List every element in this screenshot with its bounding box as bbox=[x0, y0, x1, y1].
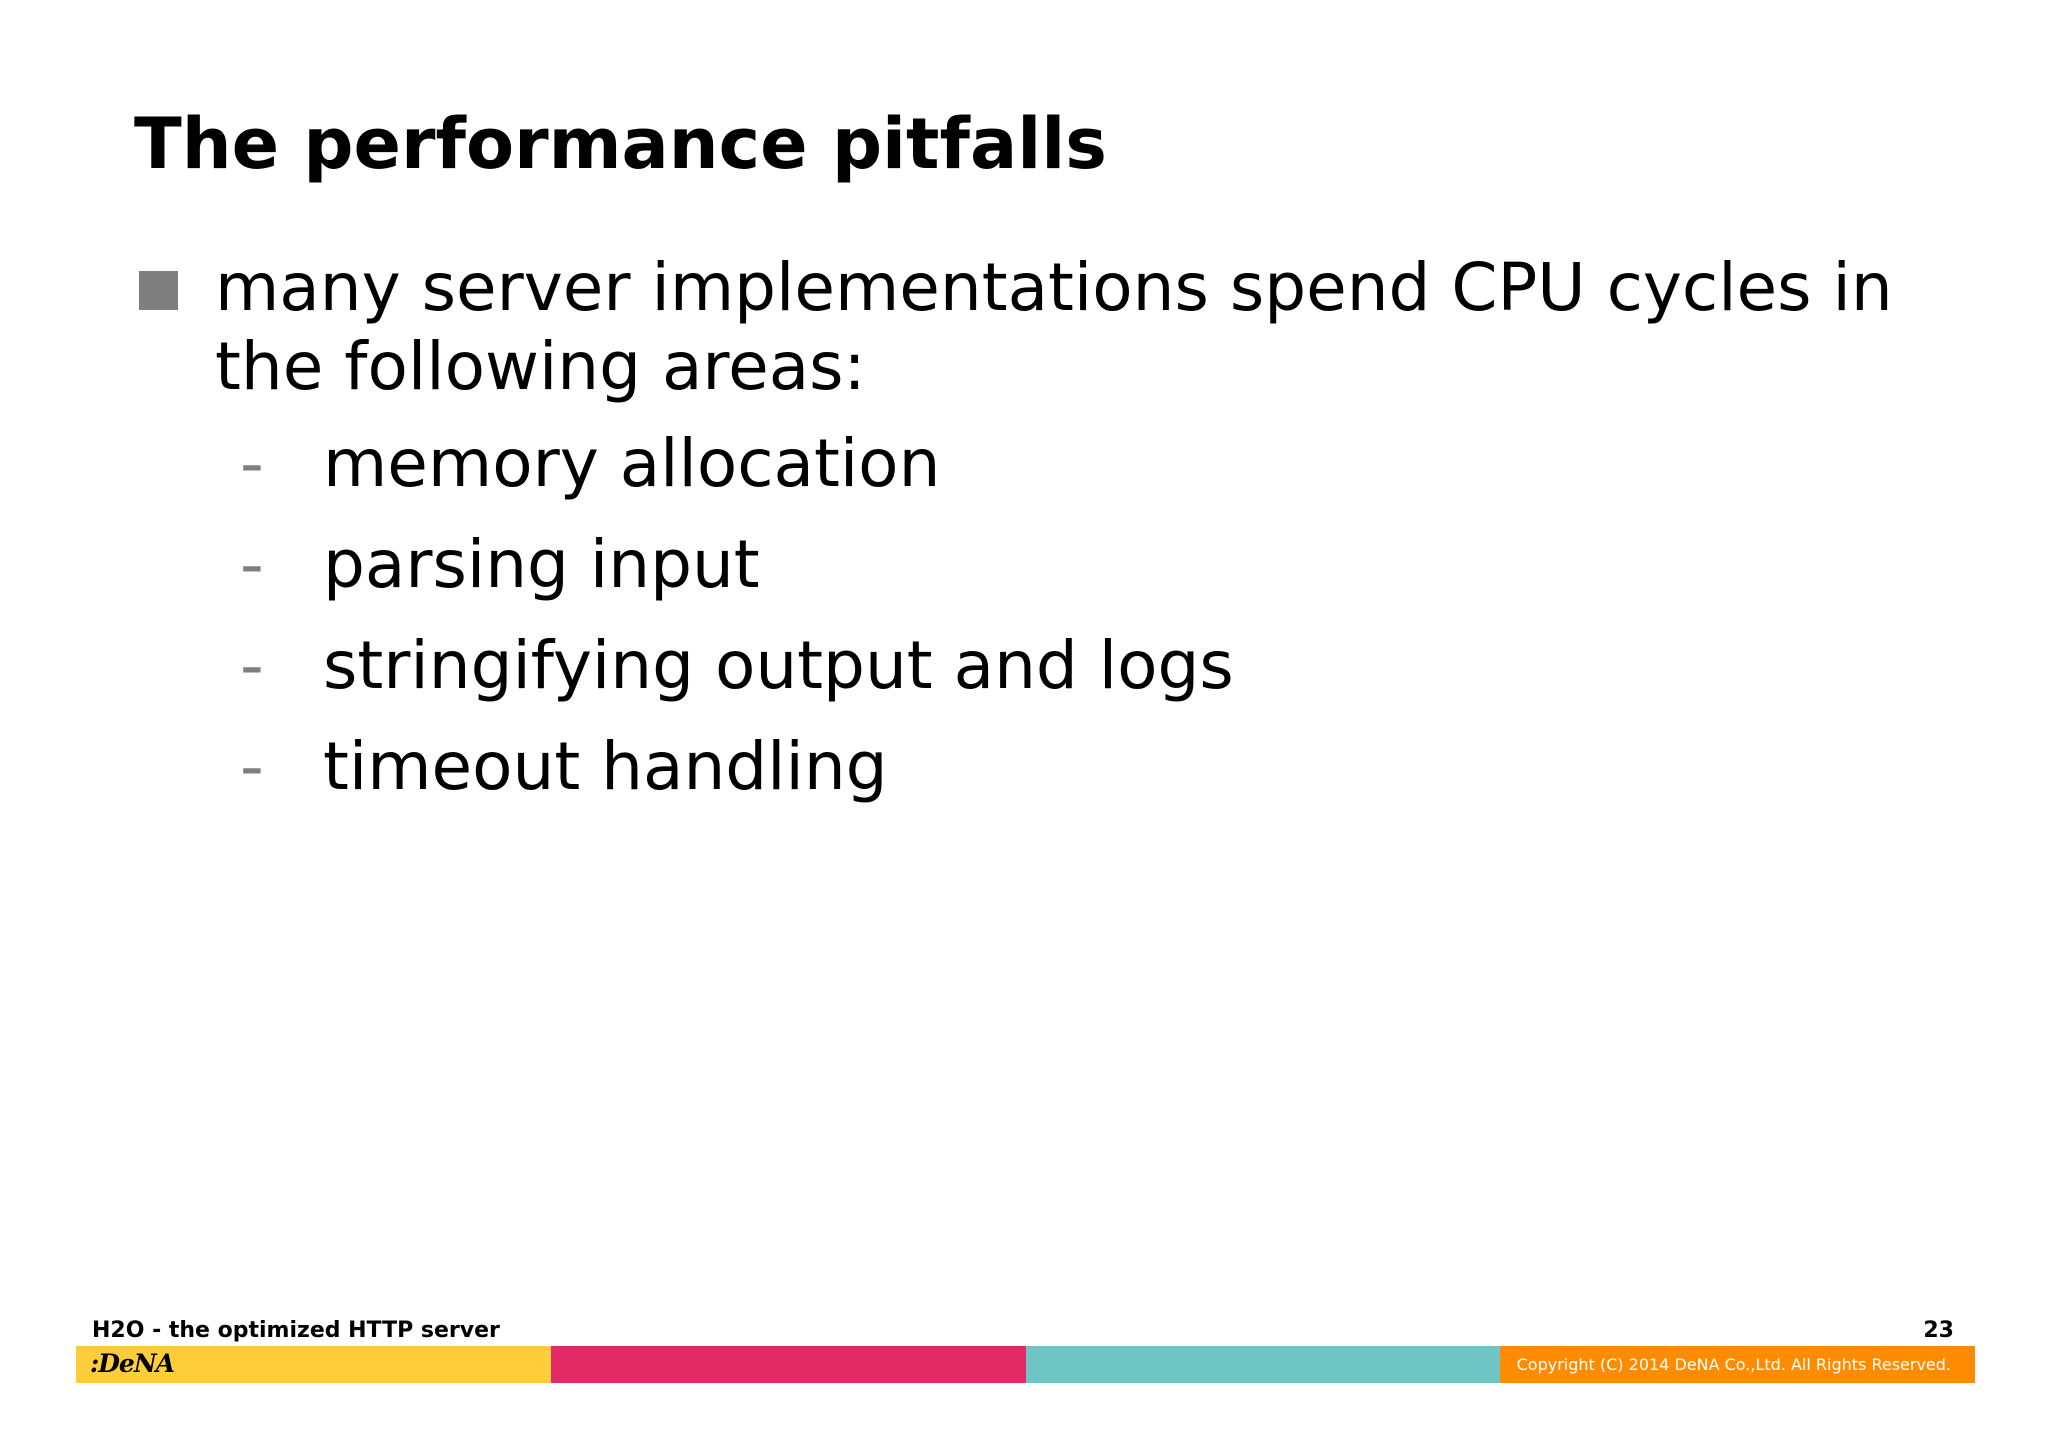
footer-bar-segment-orange: Copyright (C) 2014 DeNA Co.,Ltd. All Rig… bbox=[1500, 1346, 1975, 1383]
dena-logo: :DeNA bbox=[90, 1349, 175, 1378]
bullet-text: many server implementations spend CPU cy… bbox=[215, 249, 1893, 405]
dash-bullet-icon: - bbox=[240, 425, 264, 502]
sub-bullet-text: memory allocation bbox=[323, 425, 941, 502]
sub-bullet-text: parsing input bbox=[323, 526, 760, 603]
slide-title: The performance pitfalls bbox=[134, 103, 1107, 185]
dash-bullet-icon: - bbox=[240, 627, 264, 704]
sub-bullet-text: stringifying output and logs bbox=[323, 627, 1234, 704]
footer-bar-segment-pink bbox=[550, 1346, 1026, 1383]
square-bullet-icon bbox=[139, 271, 178, 310]
footer-title: H2O - the optimized HTTP server bbox=[92, 1318, 500, 1343]
footer-bar-segment-yellow: :DeNA bbox=[76, 1346, 551, 1383]
sub-bullet-text: timeout handling bbox=[323, 728, 888, 805]
page-number: 23 bbox=[1923, 1318, 1954, 1343]
dash-bullet-icon: - bbox=[240, 526, 264, 603]
dash-bullet-icon: - bbox=[240, 728, 264, 805]
footer-bar-segment-teal bbox=[1025, 1346, 1501, 1383]
footer-color-bar: :DeNA Copyright (C) 2014 DeNA Co.,Ltd. A… bbox=[76, 1346, 1975, 1383]
copyright-notice: Copyright (C) 2014 DeNA Co.,Ltd. All Rig… bbox=[1516, 1355, 1951, 1374]
square-bullet-shape bbox=[139, 271, 178, 310]
